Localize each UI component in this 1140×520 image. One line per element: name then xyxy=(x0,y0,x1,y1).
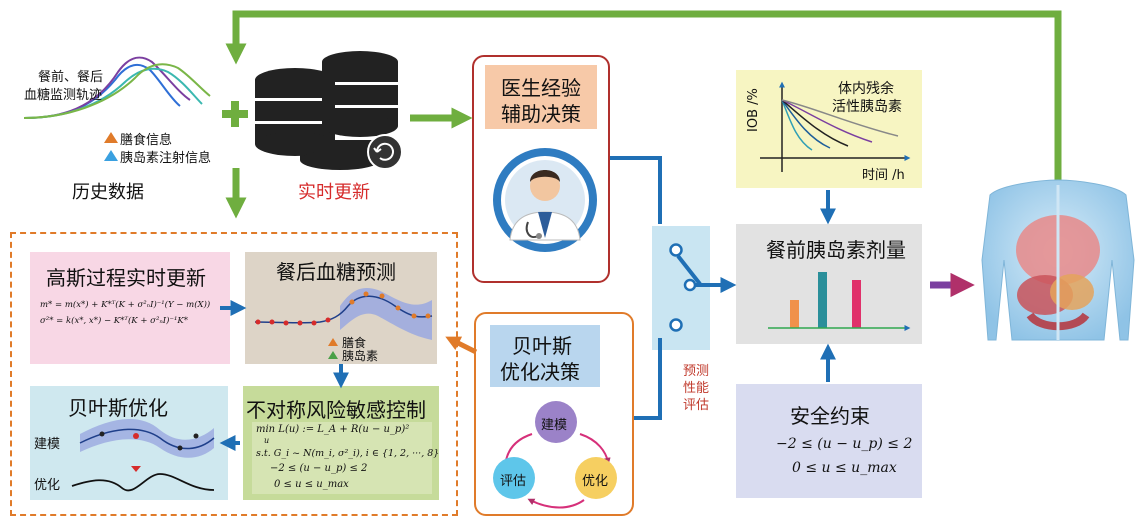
switch-pivot xyxy=(683,278,697,292)
doctor-title-2: 辅助决策 xyxy=(501,102,581,126)
insulin-triangle-icon xyxy=(104,150,118,161)
dashed-region xyxy=(10,232,458,516)
safety-title: 安全约束 xyxy=(790,404,870,428)
bayes-decision-title-2: 优化决策 xyxy=(500,360,580,384)
feedback-loop-arrow xyxy=(225,10,1062,192)
switch-label-1: 预测 xyxy=(683,364,710,379)
doctor-to-switch-line xyxy=(610,156,662,224)
body-illustration xyxy=(981,179,1135,341)
doctor-icon xyxy=(493,148,597,252)
meal-info-label: 膳食信息 xyxy=(120,133,173,148)
pred-chart xyxy=(254,287,433,359)
safety-eq2: 0 ≤ u ≤ u_max xyxy=(792,460,897,476)
switch-lever xyxy=(676,254,702,286)
iob-chart xyxy=(760,81,911,172)
bayes-decision-title-bg xyxy=(490,325,600,387)
dose-bar-chart xyxy=(768,272,911,331)
iob-panel xyxy=(736,70,922,188)
database-icon xyxy=(255,51,403,170)
insulin-info-label: 胰岛素注射信息 xyxy=(120,151,212,166)
arc-eq1-sub: u xyxy=(264,436,270,445)
pred-legend-meal: 膳食 xyxy=(342,336,367,350)
doctor-title-bg xyxy=(485,65,597,129)
gp-title: 高斯过程实时更新 xyxy=(46,266,206,290)
iob-title-2: 活性胰岛素 xyxy=(832,99,902,115)
pred-legend-insulin: 胰岛素 xyxy=(342,349,379,363)
plus-icon xyxy=(222,101,248,127)
arc-eq1: min L(u) := L_A + R(u − u_p)² xyxy=(256,424,410,435)
refresh-icon xyxy=(373,142,394,161)
traj-label-2: 血糖监测轨迹 xyxy=(24,88,103,103)
gp-eq2: σ²* = k(x*, x*) − K*ᵀ(K + σ²ₙI)⁻¹K* xyxy=(40,316,188,326)
meal-triangle-icon xyxy=(104,132,118,143)
iob-ylabel: IOB /% xyxy=(746,88,761,132)
gp-panel xyxy=(30,252,230,364)
history-caption: 历史数据 xyxy=(72,182,144,203)
arc-eq3: −2 ≤ (u − u_p) ≤ 2 xyxy=(270,463,368,474)
arc-eq4: 0 ≤ u ≤ u_max xyxy=(274,479,349,490)
cycle-diagram xyxy=(493,401,617,509)
switch-contact-top xyxy=(669,243,683,257)
bayes-decision-title-1: 贝叶斯 xyxy=(512,334,572,358)
realtime-caption: 实时更新 xyxy=(298,182,370,203)
bo-chart xyxy=(71,418,215,492)
arc-eq-bg xyxy=(252,422,432,494)
iob-title-1: 体内残余 xyxy=(838,81,894,97)
switch-label-3: 评估 xyxy=(683,398,710,413)
bo-row1-label: 建模 xyxy=(34,437,61,452)
bayes-to-switch-line xyxy=(634,338,662,420)
arc-eq2: s.t. G_i ~ N(m_i, σ²_i), i ∈ {1, 2, ···,… xyxy=(256,448,440,459)
switch-contact-bottom xyxy=(669,318,683,332)
safety-panel xyxy=(736,384,922,498)
dose-panel xyxy=(736,224,922,344)
arc-title: 不对称风险敏感控制 xyxy=(246,398,426,422)
switch-label-2: 性能 xyxy=(683,381,710,396)
bo-title: 贝叶斯优化 xyxy=(68,396,168,420)
dose-title: 餐前胰岛素剂量 xyxy=(766,238,906,262)
gp-eq1: m* = m(x*) + K*ᵀ(K + σ²ₙI)⁻¹(Y − m(X)) xyxy=(40,300,211,310)
traj-label-1: 餐前、餐后 xyxy=(38,70,104,85)
safety-eq1: −2 ≤ (u − u_p) ≤ 2 xyxy=(776,436,913,452)
cycle-label-evaluate: 评估 xyxy=(500,474,527,489)
iob-xlabel: 时间 /h xyxy=(862,168,905,183)
bayes-to-pred-arrow xyxy=(445,336,478,355)
cycle-label-model: 建模 xyxy=(541,418,568,433)
doctor-title-1: 医生经验 xyxy=(501,76,581,100)
cycle-label-optimize: 优化 xyxy=(582,474,609,489)
trajectory-curves xyxy=(23,56,211,119)
bo-row2-label: 优化 xyxy=(34,478,61,493)
pred-title: 餐后血糖预测 xyxy=(276,260,396,284)
